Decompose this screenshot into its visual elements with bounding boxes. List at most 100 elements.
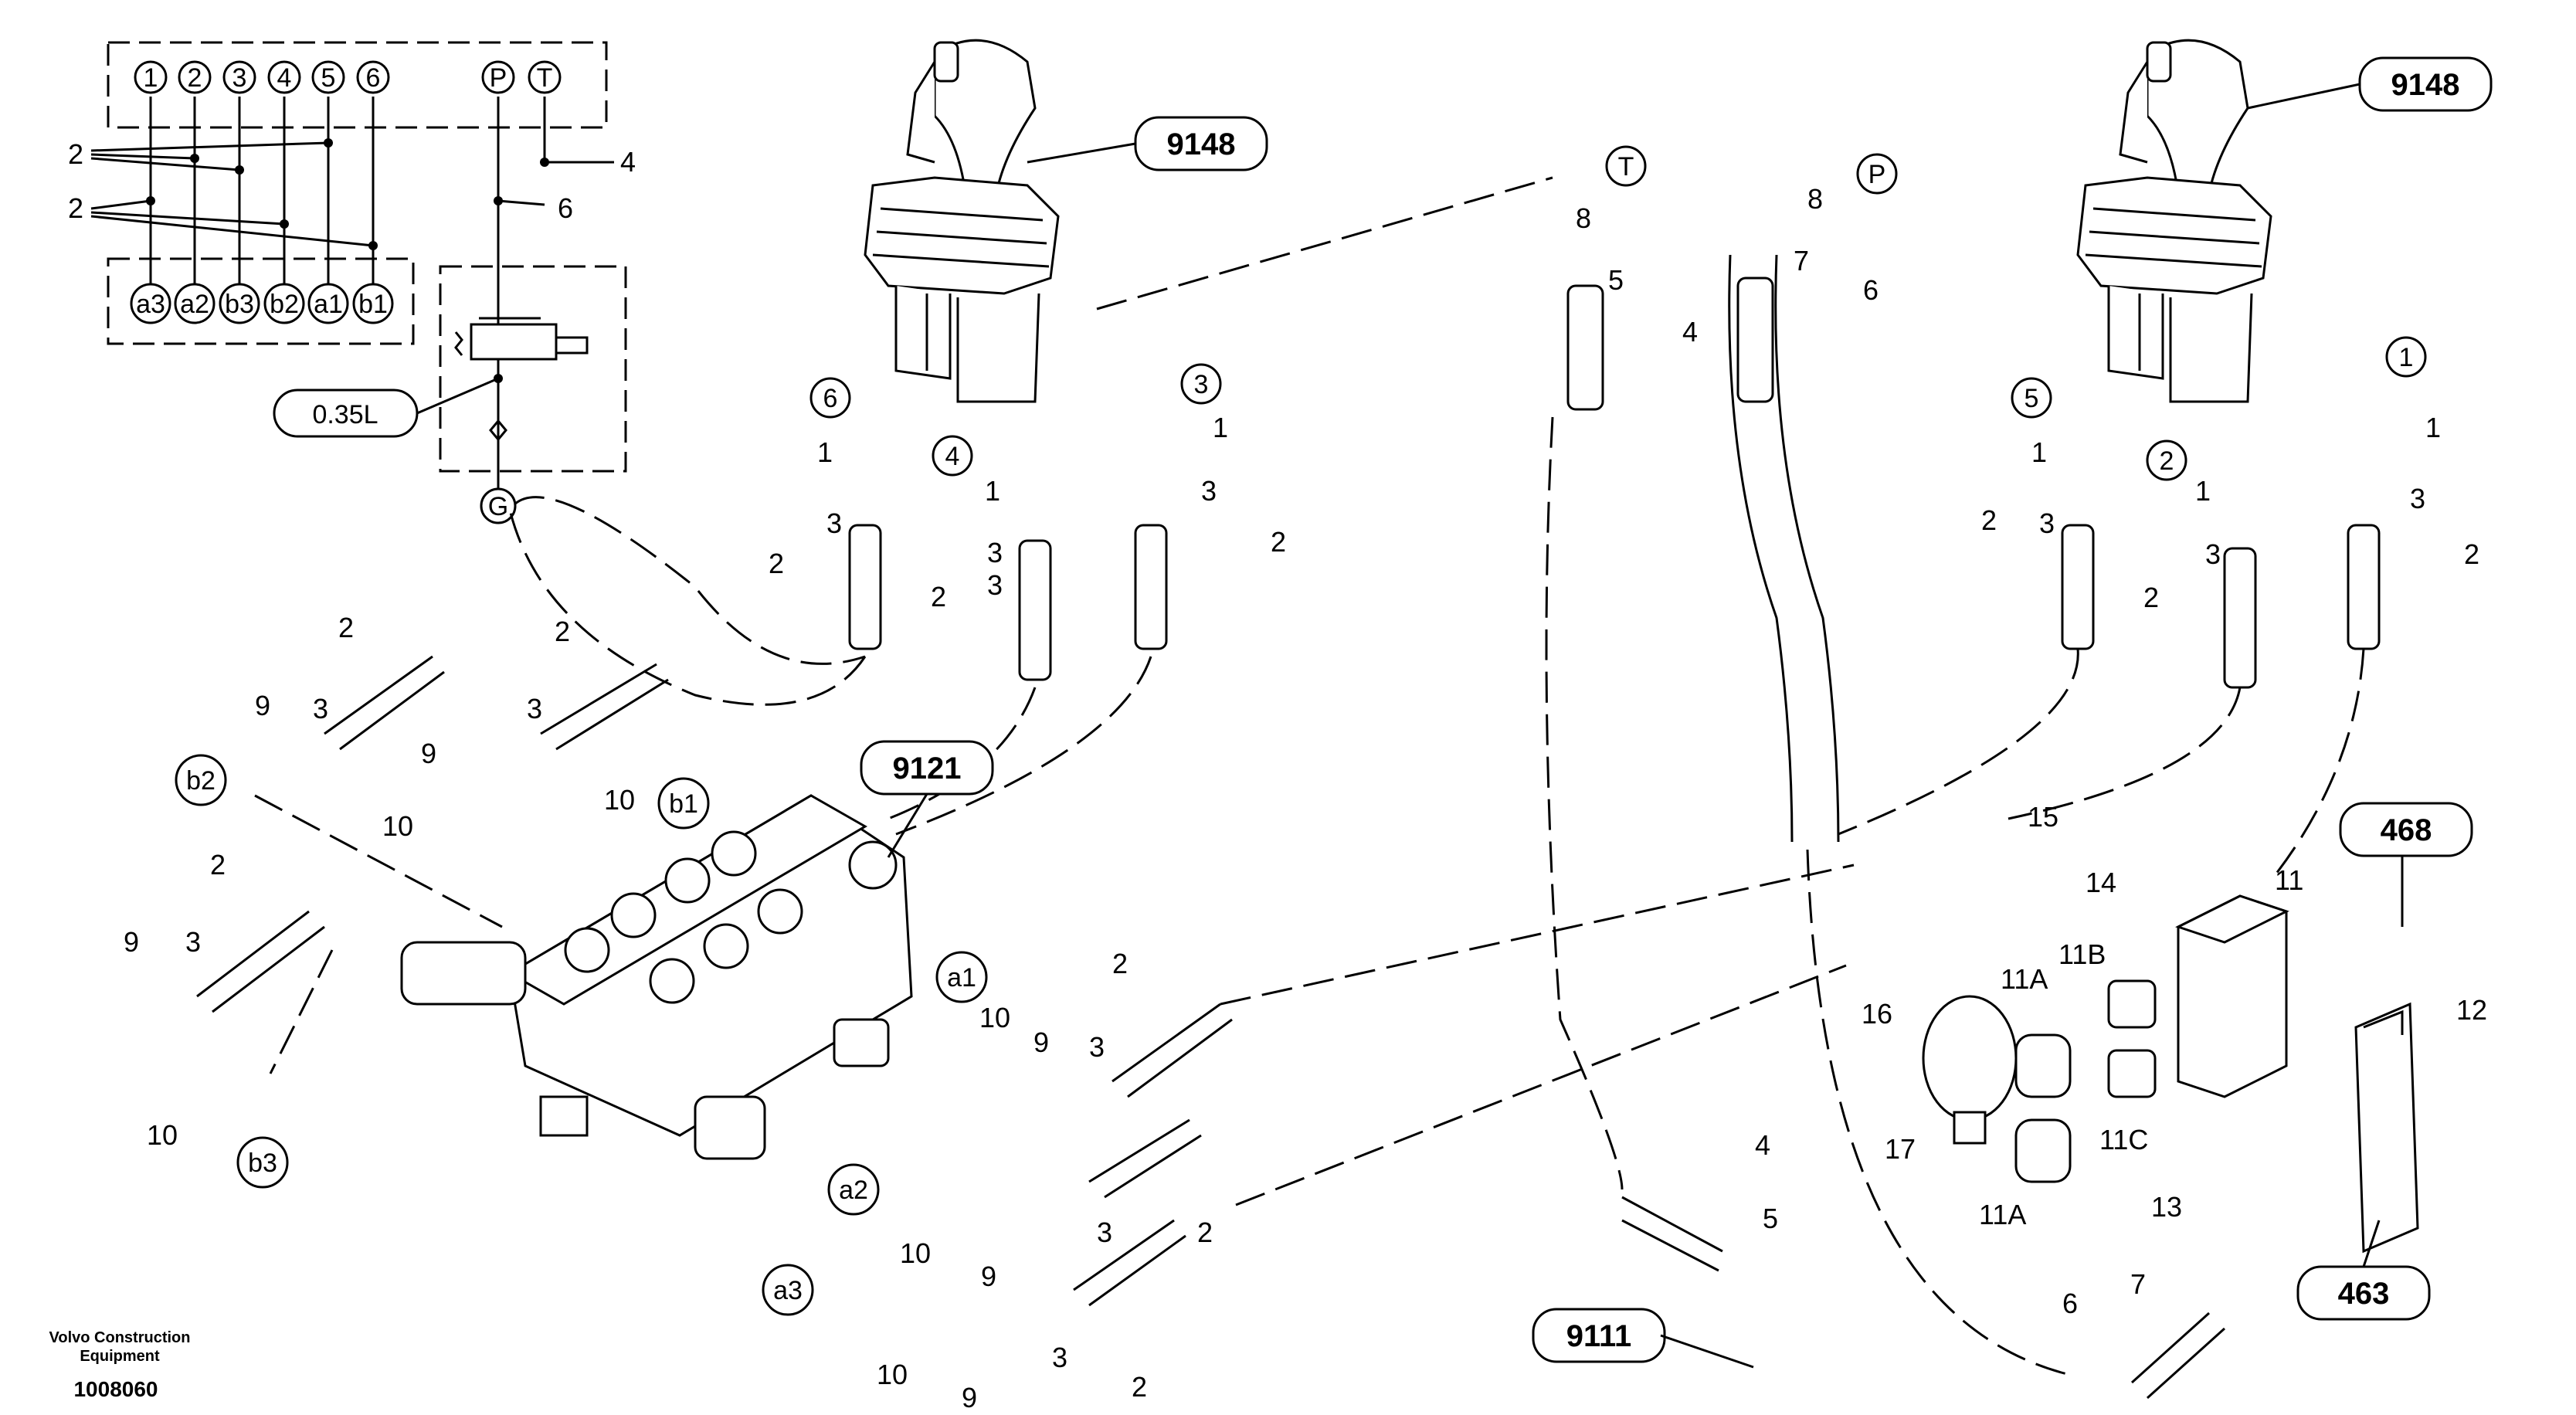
part-9-d: 9: [1033, 1026, 1049, 1058]
control-valve: [400, 794, 913, 1160]
part-2-f: 2: [210, 849, 226, 881]
part-labels-supply: 8 8 5 7 4 6: [1576, 183, 1879, 348]
part-7-b: 7: [2130, 1268, 2146, 1300]
part-2-g: 2: [1112, 948, 1128, 979]
part-13: 13: [2151, 1191, 2182, 1223]
part-labels-valve-outlets: 2 2 2 3 3 3 9 9 9 10 10 10: [877, 948, 1213, 1413]
legend-port-a1: a1: [314, 290, 343, 319]
part-10-c: 10: [147, 1119, 178, 1151]
supply-port-t: T: [1618, 152, 1634, 182]
hose-lines: [196, 254, 2381, 1400]
part-2-l: 2: [2464, 538, 2479, 570]
legend-port-1: 1: [144, 63, 158, 93]
valve-port-b3: b3: [248, 1149, 277, 1178]
joystick-right: [2076, 39, 2272, 403]
part-3-h: 3: [1089, 1031, 1105, 1063]
part-9-f: 9: [962, 1382, 977, 1413]
valve-port-b2: b2: [186, 766, 216, 796]
part-5-a: 5: [1608, 264, 1624, 296]
right-joystick-port-5: 5: [2024, 384, 2039, 413]
port-circle-shapes: [175, 145, 2427, 1316]
legend-label-4: 4: [620, 146, 636, 178]
part-1-f: 1: [2425, 412, 2441, 443]
part-16: 16: [1862, 998, 1892, 1030]
joystick-left: [864, 39, 1060, 403]
legend-label-2a: 2: [68, 138, 83, 170]
legend-side-labels: 2 2 4 6: [68, 138, 636, 224]
legend-port-p: P: [490, 63, 507, 93]
legend-port-b3: b3: [225, 290, 254, 319]
part-10-a: 10: [382, 810, 413, 842]
callout-9148-right: 9148: [2391, 68, 2460, 102]
part-8-a: 8: [1576, 202, 1591, 234]
legend-label-2b: 2: [68, 192, 83, 224]
legend-port-3: 3: [232, 63, 247, 93]
part-10-d: 10: [979, 1002, 1010, 1033]
part-1-c: 1: [1213, 412, 1228, 443]
part-5-b: 5: [1763, 1203, 1778, 1234]
part-3-i: 3: [1097, 1216, 1112, 1248]
part-3-f: 3: [527, 693, 542, 724]
callout-468: 468: [2381, 813, 2432, 847]
part-3-c: 3: [1201, 475, 1217, 507]
part-2-j: 2: [1981, 504, 1997, 536]
part-8-b: 8: [1807, 183, 1823, 215]
left-joystick-port-4: 4: [945, 442, 960, 471]
part-3-g: 3: [185, 926, 201, 958]
callout-9148-left: 9148: [1167, 127, 1236, 161]
left-joystick-port-6: 6: [823, 384, 838, 413]
part-labels-left-joystick: 1 1 1 2 2 2 3 3 3 3: [769, 412, 1286, 612]
part-11a-bottom: 11A: [1979, 1199, 2026, 1230]
part-3-d: 3: [987, 569, 1003, 601]
part-14: 14: [2086, 867, 2116, 898]
legend-port-2: 2: [188, 63, 202, 93]
part-2-k: 2: [2143, 582, 2159, 613]
part-17: 17: [1885, 1133, 1916, 1165]
left-joystick-port-3: 3: [1194, 370, 1209, 399]
part-7-a: 7: [1794, 245, 1809, 277]
part-labels-right-joystick: 1 1 1 2 2 2 3 3 3: [1981, 412, 2479, 613]
legend-port-g: G: [488, 492, 508, 521]
part-2-a: 2: [769, 548, 784, 579]
callout-9111: 9111: [1566, 1319, 1632, 1353]
part-3-j: 3: [1052, 1342, 1067, 1373]
part-10-e: 10: [900, 1237, 931, 1269]
right-joystick-port-2: 2: [2160, 446, 2174, 476]
callout-labels: 9148 9148 9121 9111 468 463: [893, 68, 2460, 1353]
valve-port-b1: b1: [669, 789, 698, 819]
part-15: 15: [2028, 801, 2058, 833]
legend-port-t: T: [537, 63, 553, 93]
part-3-k: 3: [2039, 507, 2055, 539]
part-9-e: 9: [981, 1261, 996, 1292]
supply-port-p: P: [1868, 160, 1886, 189]
part-2-h: 2: [1197, 1216, 1213, 1248]
footer-credit-line2: Equipment: [80, 1348, 160, 1365]
legend-port-a3: a3: [136, 290, 165, 319]
part-labels-lower-lines: 4 5 6 7: [1755, 1129, 2146, 1319]
port-circle-labels: 6 4 3 5 2 1 T P b2 b1 b3 a1 a2 a3: [186, 152, 2413, 1305]
legend-schematic: [90, 41, 627, 490]
legend-port-5: 5: [321, 63, 336, 93]
callout-leaders: [887, 83, 2404, 1369]
footer-credit-line1: Volvo Construction: [49, 1329, 191, 1346]
part-11b: 11B: [2058, 938, 2106, 970]
part-labels-valve-hoses: 2 2 2 3 3 3 9 9 9 10 10 10: [124, 612, 635, 1151]
part-9-c: 9: [124, 926, 139, 958]
part-1-b: 1: [985, 475, 1000, 507]
legend-top-port-labels: 1 2 3 4 5 6 P T a3 a2 b3 b2 a1 b1 G 0.35…: [136, 63, 552, 521]
part-11: 11: [2275, 864, 2303, 896]
callout-9121: 9121: [893, 752, 962, 786]
part-2-i: 2: [1132, 1371, 1147, 1403]
callout-box-shapes: [860, 56, 2493, 1363]
callout-463: 463: [2338, 1277, 2390, 1311]
legend-port-a2: a2: [180, 290, 209, 319]
part-6-a: 6: [1863, 274, 1879, 306]
legend-port-6: 6: [366, 63, 381, 93]
part-1-d: 1: [2031, 436, 2047, 468]
legend-top-ports: [130, 60, 562, 524]
part-4-a: 4: [1682, 316, 1698, 348]
part-11a-top: 11A: [2001, 963, 2048, 995]
part-9-a: 9: [255, 690, 270, 721]
part-10-f: 10: [877, 1359, 908, 1390]
